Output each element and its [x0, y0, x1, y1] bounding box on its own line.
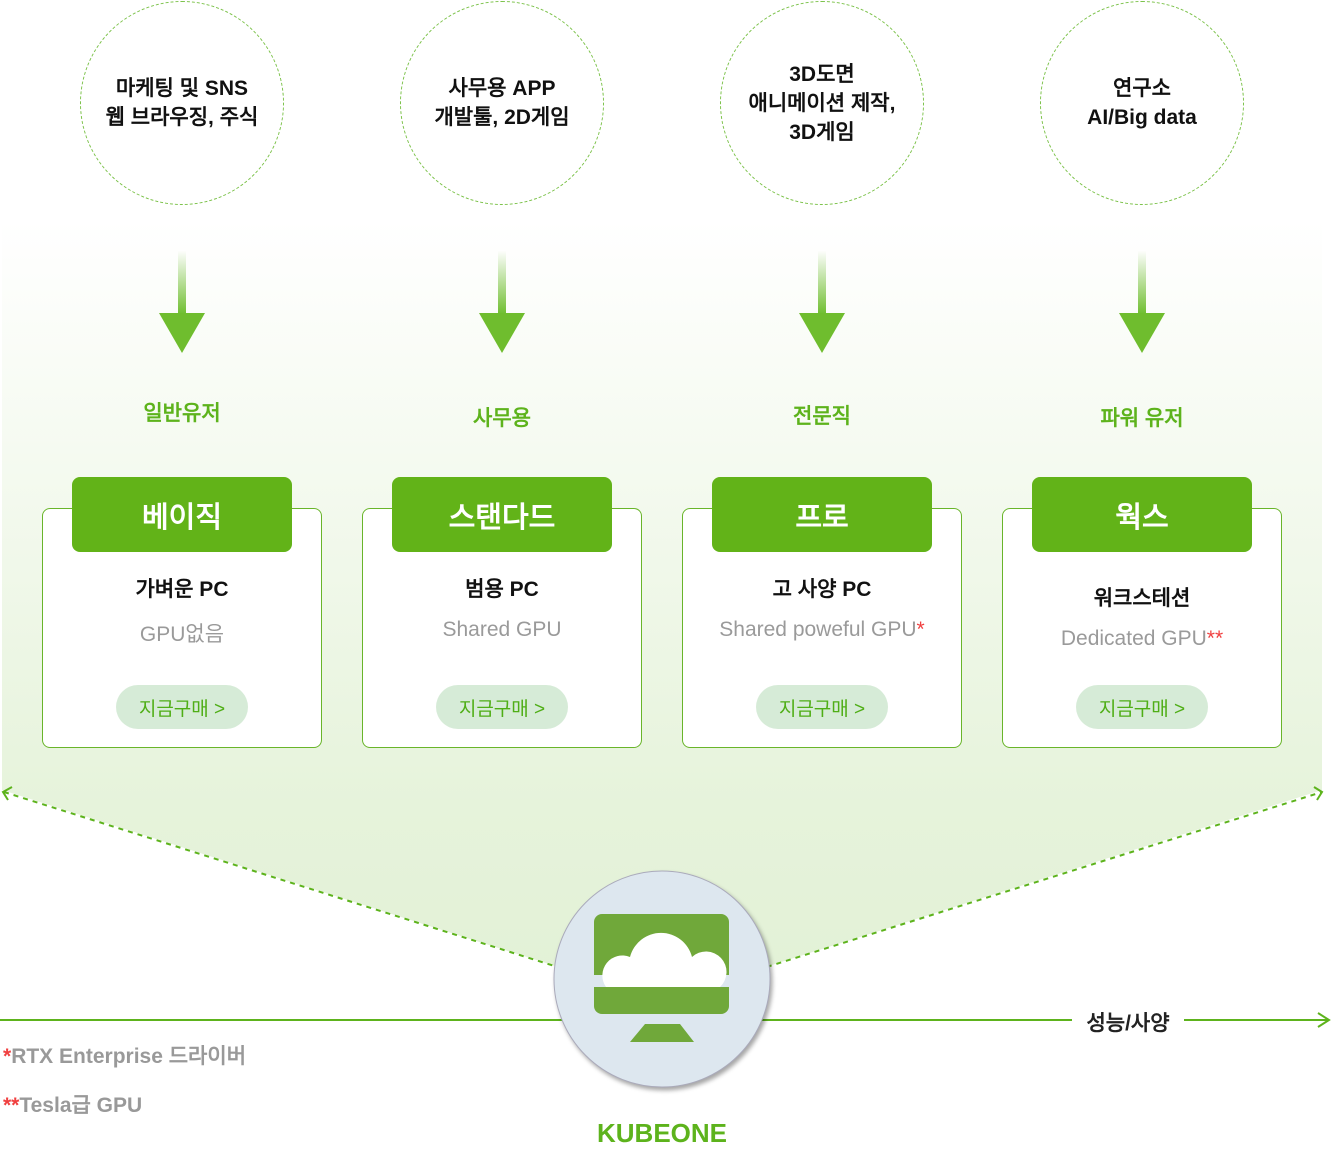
plan-title: 고 사양 PC	[772, 578, 872, 601]
user-type-label: 파워 유저	[1100, 407, 1184, 430]
axis-arrow-icon	[1317, 1012, 1331, 1028]
asterisk: *	[3, 1045, 12, 1068]
spec-text: Dedicated GPU	[1060, 627, 1207, 650]
use-case-line: 사무용 APP	[448, 77, 556, 100]
use-case-line: 3D도면	[789, 62, 855, 86]
brand-name: KUBEONE	[596, 1118, 727, 1148]
buy-now-button[interactable]: 지금구매 >	[1076, 685, 1208, 729]
use-case-line: 웹 브라우징, 주식	[105, 106, 259, 129]
asterisk: **	[3, 1094, 20, 1117]
spec-asterisk: *	[916, 618, 925, 641]
user-type-label: 전문직	[793, 405, 851, 428]
arrowhead-right-icon	[1313, 786, 1324, 801]
buy-now-button[interactable]: 지금구매 >	[756, 685, 888, 729]
down-arrow-icon	[479, 250, 525, 353]
spec-text: Shared GPU	[442, 618, 562, 641]
arrowhead-left-icon	[1, 786, 13, 801]
use-case-line: 마케팅 및 SNS	[115, 77, 249, 100]
coverage-area	[2, 220, 1322, 1000]
spec-asterisk: **	[1206, 627, 1224, 650]
plan-name: 베이직	[72, 477, 292, 552]
use-case-line: 개발툴, 2D게임	[434, 106, 570, 129]
down-arrow-icon	[799, 250, 845, 353]
use-case-line: AI/Big data	[1087, 106, 1197, 129]
use-case-circle: 마케팅 및 SNS 웹 브라우징, 주식	[80, 1, 284, 205]
plan-spec: GPU없음	[42, 618, 322, 648]
use-case-line: 애니메이션 제작,	[748, 91, 896, 115]
user-type-label: 사무용	[473, 407, 531, 430]
plan-name: 프로	[712, 477, 932, 552]
spec-text: GPU없음	[139, 623, 225, 646]
plan-title: 가벼운 PC	[135, 578, 229, 601]
footnote-tesla: **Tesla급 GPU	[3, 1089, 142, 1119]
use-case-circle: 사무용 APP 개발툴, 2D게임	[400, 1, 604, 205]
plan-spec: Shared GPU	[362, 618, 642, 642]
monitor-cloud-icon	[594, 914, 729, 1042]
axis-label: 성능/사양	[1086, 1012, 1170, 1035]
down-arrow-icon	[1119, 250, 1165, 353]
spec-text: Shared poweful GPU	[719, 618, 917, 641]
use-case-line: 3D게임	[789, 120, 855, 144]
plan-spec: Dedicated GPU**	[1002, 627, 1282, 651]
use-case-circle: 연구소 AI/Big data	[1040, 1, 1244, 205]
plan-title: 범용 PC	[465, 578, 539, 601]
buy-now-button[interactable]: 지금구매 >	[436, 685, 568, 729]
footnote-text: RTX Enterprise 드라이버	[11, 1045, 247, 1068]
user-type-label: 일반유저	[143, 402, 221, 425]
down-arrow-icon	[159, 250, 205, 353]
plan-title: 워크스테션	[1093, 587, 1191, 610]
footnote-text: Tesla급 GPU	[19, 1094, 143, 1117]
buy-now-button[interactable]: 지금구매 >	[116, 685, 248, 729]
plan-name: 스탠다드	[392, 477, 612, 552]
plan-name: 웍스	[1032, 477, 1252, 552]
plan-spec: Shared poweful GPU*	[682, 618, 962, 642]
footnote-rtx: *RTX Enterprise 드라이버	[3, 1040, 246, 1070]
use-case-line: 연구소	[1113, 77, 1171, 100]
